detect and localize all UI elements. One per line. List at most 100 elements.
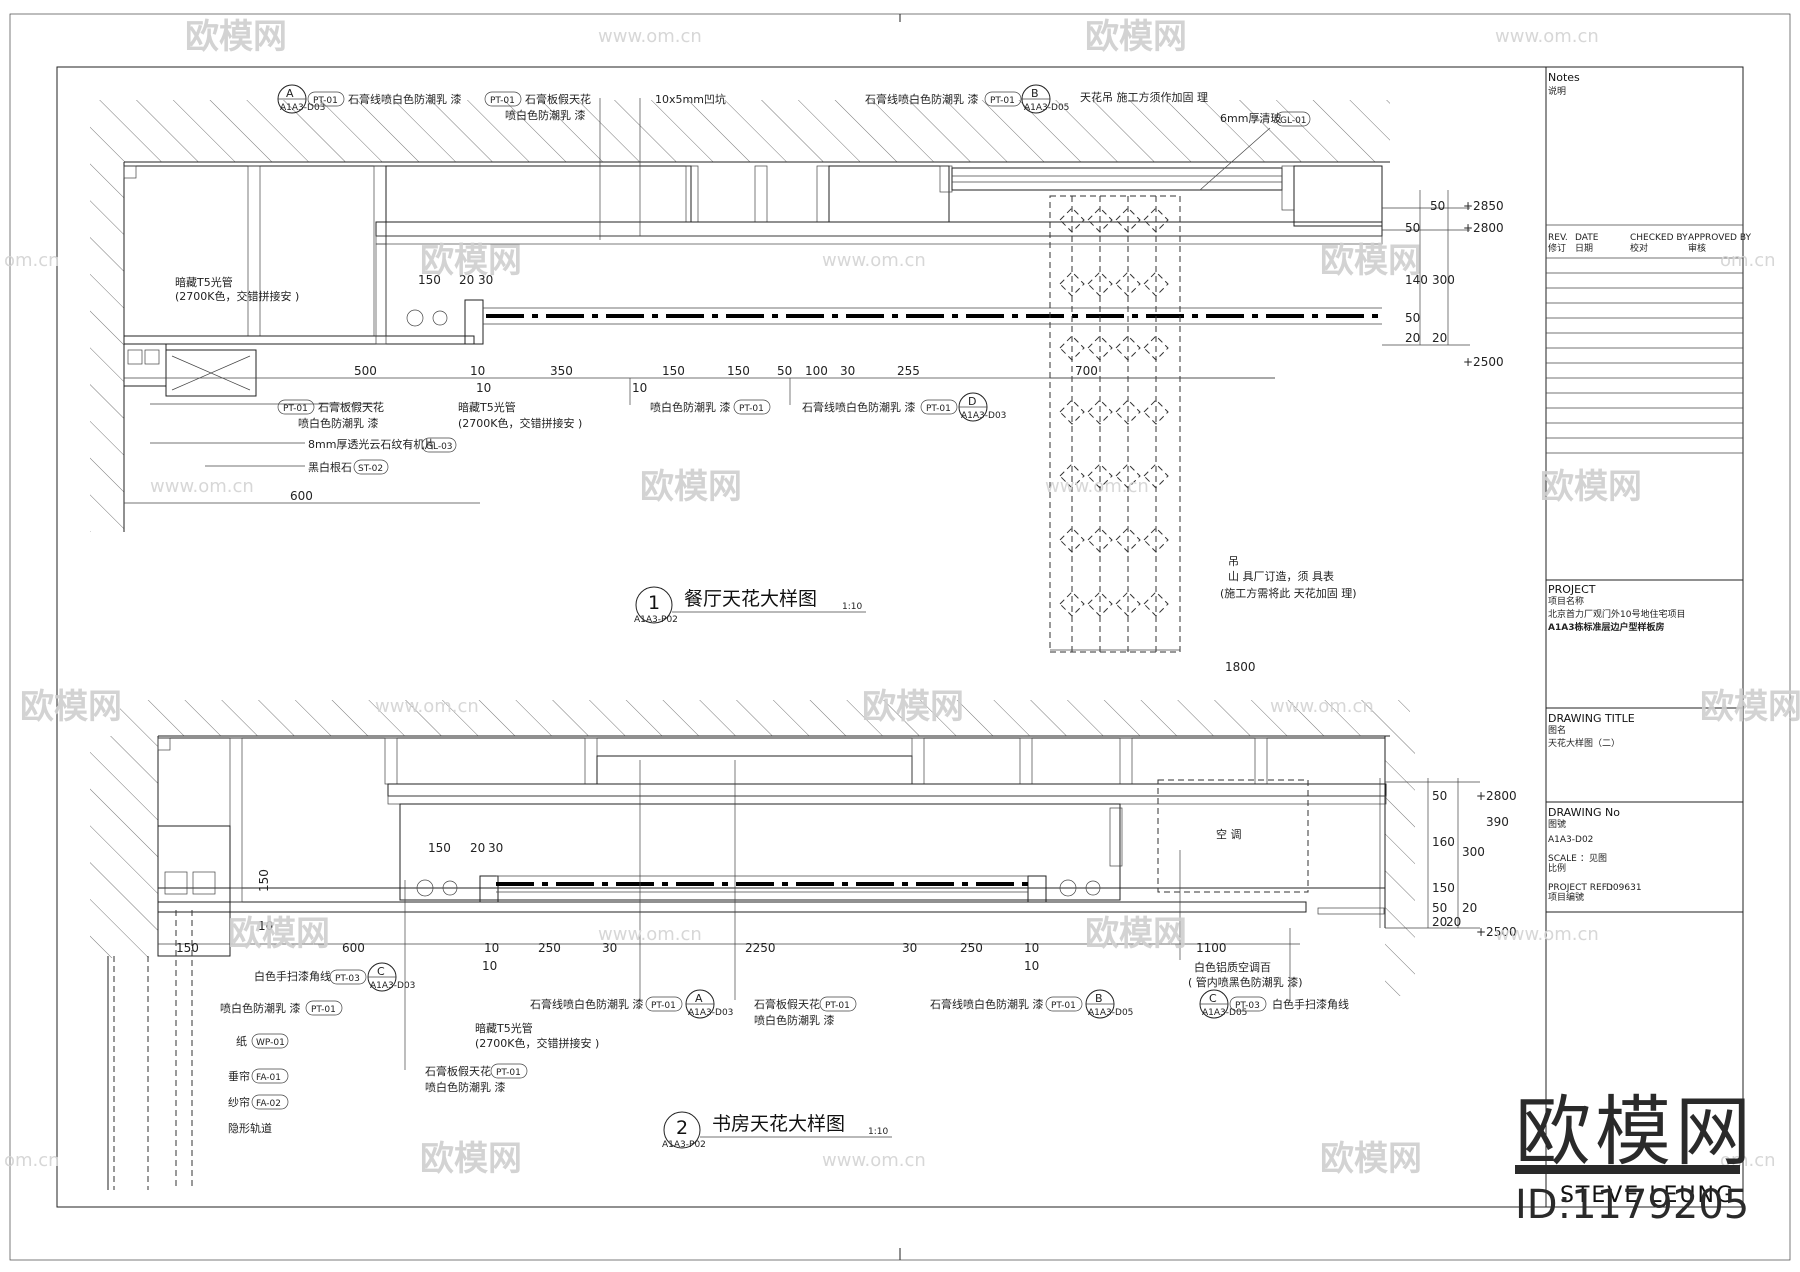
pendant-diamond bbox=[1143, 207, 1169, 233]
dim-1-10c: 10 bbox=[632, 381, 647, 395]
detail-1-ref: A1A3-P02 bbox=[634, 615, 678, 625]
callout-2-b-ref: A1A3-D05 bbox=[1088, 1008, 1133, 1018]
project-label-cn: 项目名称 bbox=[1548, 595, 1584, 607]
vdim-1-300: 300 bbox=[1432, 273, 1455, 287]
label-2-stone-b: 石膏线喷白色防潮乳 漆 bbox=[930, 997, 1044, 1011]
slab-hatch-2 bbox=[120, 700, 1410, 736]
dim-1-10b: 10 bbox=[476, 381, 491, 395]
vdim-2-390: 390 bbox=[1486, 815, 1509, 829]
vdim-1-50b: 50 bbox=[1405, 221, 1420, 235]
vdim-1-20b: 20 bbox=[1432, 331, 1447, 345]
label-1-pendant1: 吊 bbox=[1228, 555, 1239, 568]
date-label-cn: 日期 bbox=[1575, 243, 1593, 254]
level-2-2500: +2500 bbox=[1476, 925, 1517, 939]
dim-2-10: 10 bbox=[484, 941, 499, 955]
label-2-gypsum: 石膏板假天花 bbox=[425, 1064, 491, 1078]
label-2-ac-grille: 白色铝质空调百 bbox=[1194, 960, 1271, 974]
approved-label-cn: 审核 bbox=[1688, 242, 1706, 254]
project-line1: 北京首力厂观门外10号地住宅项目 bbox=[1548, 608, 1685, 620]
dim-1-50: 50 bbox=[777, 364, 792, 378]
label-1-t5-b2: (2700K色，交错拼接安 ) bbox=[458, 416, 582, 430]
label-2-curtain: 垂帘 bbox=[228, 1069, 250, 1083]
label-1-pt01d: PT-01 bbox=[926, 404, 951, 414]
dim-1-10a: 10 bbox=[470, 364, 485, 378]
watermark-site: www.om.cn bbox=[598, 924, 702, 945]
dim-1-150b: 150 bbox=[662, 364, 685, 378]
signature-text: STEVE LEUNG bbox=[1560, 1183, 1735, 1208]
title-block: Notes 说明 REV. 修订 DATE 日期 CHECKED BY 校对 A… bbox=[1545, 67, 1752, 1208]
dim-1-30: 30 bbox=[478, 273, 493, 287]
approved-label: APPROVED BY bbox=[1688, 233, 1752, 243]
label-1-stone-paint-b: 石膏线喷白色防潮乳 漆 bbox=[865, 92, 979, 106]
drawing-border bbox=[56, 66, 1744, 1208]
pendant-diamond bbox=[1059, 399, 1085, 425]
watermark-brand: 欧模网 bbox=[862, 687, 964, 727]
slab-hatch-1 bbox=[90, 100, 1390, 162]
watermark-brand: 欧模网 bbox=[20, 687, 122, 727]
watermark-brand: 欧模网 bbox=[185, 17, 287, 57]
detail-2-study-ceiling: 150 20 30 150 10 150 600 10 10 250 30 22… bbox=[90, 700, 1517, 1190]
dim-1-500: 500 bbox=[354, 364, 377, 378]
detail-2-title: 书房天花大样图 bbox=[712, 1113, 845, 1135]
label-2-gypsum2: 喷白色防潮乳 漆 bbox=[425, 1080, 506, 1094]
pendant-diamond bbox=[1087, 271, 1113, 297]
watermark-brand: 欧模网 bbox=[1085, 914, 1187, 954]
dim-2-10c: 10 bbox=[482, 959, 497, 973]
watermark-layer: 欧模网 欧模网 欧模网 欧模网 欧模网 欧模网 欧模网 欧模网 欧模网 欧模网 … bbox=[4, 17, 1800, 1179]
left-wall-hatch-2 bbox=[90, 736, 158, 958]
scale-value: ：见图 bbox=[1580, 853, 1607, 864]
scale-label-cn: 比例 bbox=[1548, 862, 1566, 874]
pendant-diamond bbox=[1059, 271, 1085, 297]
pendant-diamond bbox=[1143, 399, 1169, 425]
ref-value: D09631 bbox=[1606, 883, 1642, 893]
label-1-pendant2: 山 具厂订造，须 具表 bbox=[1228, 569, 1334, 583]
label-2-fa01: FA-01 bbox=[256, 1073, 281, 1083]
label-2-gypsum-c: 石膏板假天花 bbox=[754, 997, 820, 1011]
dim-2-150: 150 bbox=[428, 841, 451, 855]
vdim-2-10: 10 bbox=[258, 919, 273, 933]
pendant-diamond bbox=[1087, 591, 1113, 617]
label-1-white-paint-c: 喷白色防潮乳 漆 bbox=[650, 400, 731, 414]
dim-1-600: 600 bbox=[290, 489, 313, 503]
label-1-pt01a: PT-01 bbox=[313, 96, 338, 106]
notes-subtitle: 说明 bbox=[1548, 85, 1566, 97]
vdim-1-20a: 20 bbox=[1405, 331, 1420, 345]
label-1-pt01-board: PT-01 bbox=[490, 96, 515, 106]
pendant-diamond bbox=[1059, 335, 1085, 361]
dim-2-1100: 1100 bbox=[1196, 941, 1227, 955]
label-2-aircon: 空 调 bbox=[1216, 827, 1242, 841]
level-1-2500: +2500 bbox=[1463, 355, 1504, 369]
vdim-2-20c: 20 bbox=[1462, 901, 1477, 915]
detail-2-scale: 1:10 bbox=[868, 1127, 888, 1137]
date-label: DATE bbox=[1575, 233, 1599, 243]
label-2-white-paint: 喷白色防潮乳 漆 bbox=[220, 1001, 301, 1015]
dim-1-255: 255 bbox=[897, 364, 920, 378]
watermark-site: www.om.cn bbox=[822, 1150, 926, 1171]
detail-2-number: 2 bbox=[676, 1117, 688, 1139]
label-2-fa02: FA-02 bbox=[256, 1099, 281, 1109]
label-1-t5-a: 暗藏T5光管 bbox=[175, 275, 233, 289]
callout-2-a-ref: A1A3-D03 bbox=[688, 1008, 733, 1018]
detail-2-number-circle bbox=[663, 1111, 701, 1149]
watermark-brand: 欧模网 bbox=[228, 914, 330, 954]
detail-2-ref: A1A3-P02 bbox=[662, 1140, 706, 1150]
ref-label-cn: 项目编號 bbox=[1548, 891, 1584, 903]
pendant-diamond bbox=[1115, 527, 1141, 553]
dim-1-150c: 150 bbox=[727, 364, 750, 378]
detail-1-number-circle bbox=[635, 586, 673, 624]
dim-2-150b: 150 bbox=[176, 941, 199, 955]
vdim-2-150b: 150 bbox=[1432, 881, 1455, 895]
vdim-2-50b: 50 bbox=[1432, 901, 1447, 915]
watermark-brand: 欧模网 bbox=[1320, 1139, 1422, 1179]
pendant-diamond bbox=[1087, 399, 1113, 425]
label-1-pt01b: PT-01 bbox=[990, 96, 1015, 106]
detail-1-title: 餐厅天花大样图 bbox=[684, 588, 817, 610]
watermark-brand: 欧模网 bbox=[640, 467, 742, 507]
watermark-site: www.om.cn bbox=[375, 696, 479, 717]
level-2-2800: +2800 bbox=[1476, 789, 1517, 803]
dim-2-250b: 250 bbox=[960, 941, 983, 955]
watermark-brand: 欧模网 bbox=[1085, 17, 1187, 57]
dim-1-1800: 1800 bbox=[1225, 660, 1256, 674]
dim-1-700: 700 bbox=[1075, 364, 1098, 378]
dim-1-350: 350 bbox=[550, 364, 573, 378]
